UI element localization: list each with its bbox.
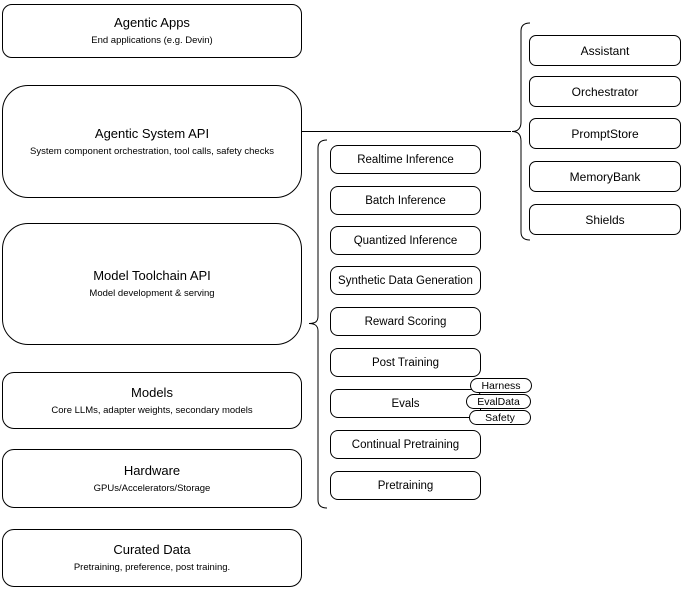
node-title: Hardware bbox=[123, 462, 181, 478]
node-model-toolchain-api: Model Toolchain API Model development & … bbox=[2, 223, 302, 345]
node-label: MemoryBank bbox=[569, 169, 641, 184]
node-subtitle: End applications (e.g. Devin) bbox=[91, 35, 213, 46]
node-title: Models bbox=[131, 384, 173, 400]
node-label: Quantized Inference bbox=[353, 234, 458, 247]
node-label: Realtime Inference bbox=[357, 153, 454, 166]
eval-tag-harness: Harness bbox=[470, 378, 532, 393]
node-label: Post Training bbox=[371, 356, 440, 369]
node-subtitle: GPUs/Accelerators/Storage bbox=[93, 482, 211, 494]
node-title: Agentic System API bbox=[94, 125, 210, 141]
node-reward-scoring: Reward Scoring bbox=[330, 307, 481, 336]
node-agentic-apps: Agentic Apps End applications (e.g. Devi… bbox=[2, 4, 302, 58]
node-label: Pretraining bbox=[377, 479, 434, 492]
node-title: Model Toolchain API bbox=[93, 268, 211, 283]
node-curated-data: Curated Data Pretraining, preference, po… bbox=[2, 529, 302, 587]
node-label: Shields bbox=[585, 212, 625, 227]
node-pretraining: Pretraining bbox=[330, 471, 481, 500]
pill-label: Safety bbox=[485, 411, 515, 424]
node-subtitle: Model development & serving bbox=[89, 288, 215, 299]
node-label: Batch Inference bbox=[365, 194, 446, 207]
node-batch-inference: Batch Inference bbox=[330, 186, 481, 215]
node-shields: Shields bbox=[529, 204, 681, 235]
node-promptstore: PromptStore bbox=[529, 118, 681, 149]
node-synthetic-data-generation: Synthetic Data Generation bbox=[330, 266, 481, 295]
node-agentic-system-api: Agentic System API System component orch… bbox=[2, 85, 302, 198]
node-label: Reward Scoring bbox=[364, 315, 447, 328]
toolchain-brace bbox=[308, 139, 328, 509]
node-quantized-inference: Quantized Inference bbox=[330, 226, 481, 255]
node-label: PromptStore bbox=[571, 126, 639, 141]
eval-tag-safety: Safety bbox=[469, 410, 531, 425]
pill-label: EvalData bbox=[477, 395, 520, 408]
node-label: Evals bbox=[391, 397, 420, 410]
node-memorybank: MemoryBank bbox=[529, 161, 681, 192]
node-subtitle: System component orchestration, tool cal… bbox=[30, 145, 274, 157]
node-continual-pretraining: Continual Pretraining bbox=[330, 430, 481, 459]
node-post-training: Post Training bbox=[330, 348, 481, 377]
node-label: Synthetic Data Generation bbox=[338, 274, 473, 287]
pill-label: Harness bbox=[481, 379, 521, 392]
node-label: Assistant bbox=[580, 43, 630, 58]
eval-tag-evaldata: EvalData bbox=[466, 394, 531, 409]
node-title: Curated Data bbox=[113, 542, 191, 557]
node-title: Agentic Apps bbox=[114, 15, 190, 30]
node-realtime-inference: Realtime Inference bbox=[330, 145, 481, 174]
node-label: Orchestrator bbox=[571, 84, 639, 99]
node-evals: Evals bbox=[330, 389, 481, 418]
node-subtitle: Pretraining, preference, post training. bbox=[73, 562, 231, 573]
node-assistant: Assistant bbox=[529, 35, 681, 66]
system-brace bbox=[511, 22, 531, 241]
node-models: Models Core LLMs, adapter weights, secon… bbox=[2, 372, 302, 429]
node-orchestrator: Orchestrator bbox=[529, 76, 681, 107]
node-hardware: Hardware GPUs/Accelerators/Storage bbox=[2, 449, 302, 508]
node-subtitle: Core LLMs, adapter weights, secondary mo… bbox=[51, 404, 253, 416]
node-label: Continual Pretraining bbox=[351, 438, 460, 451]
